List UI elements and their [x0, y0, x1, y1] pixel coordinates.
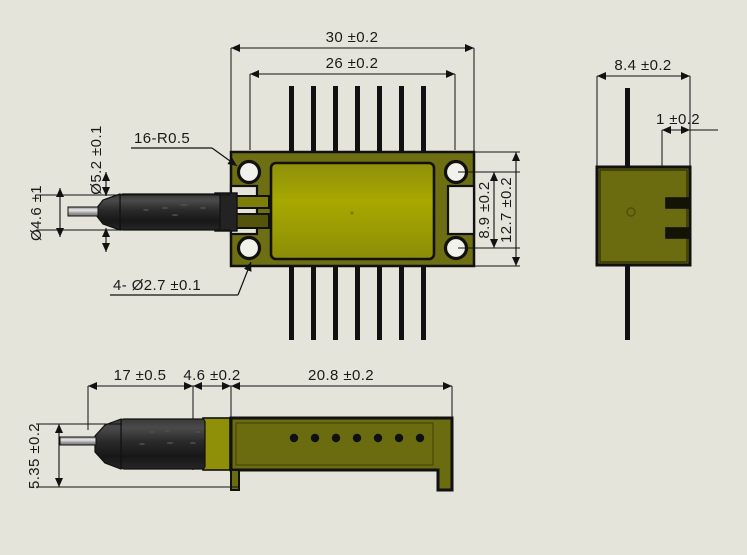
- dimension-package-length: 20.8 ±0.2: [231, 367, 452, 390]
- side-extension-lines: [596, 76, 718, 172]
- side-view-notch-lower: [665, 227, 691, 239]
- bottom-view: 17 ±0.5 4.6 ±0.2 20.8 ±0.2: [26, 367, 454, 492]
- side-view-notch-upper: [665, 197, 691, 209]
- fiber-ferrule-bottom: [59, 436, 97, 446]
- side-view-inner-edge: [599, 169, 688, 263]
- bottom-view-foot: [230, 469, 240, 491]
- side-view-pin-top: [625, 88, 630, 168]
- dimension-overall-width: 12.7 ±0.2: [498, 152, 520, 266]
- dimension-boot-diameter-label: Ø4.6 ±1: [28, 185, 45, 241]
- fiber-pigtail-top: [67, 192, 238, 232]
- dimension-package-height: 5.35 ±0.2: [26, 423, 63, 489]
- note-mounting-hole-label: 4- Ø2.7 ±0.1: [113, 277, 201, 294]
- dimension-overall-length-label: 30 ±0.2: [326, 29, 379, 46]
- bottom-view-olive-collar: [202, 417, 231, 471]
- boot-taper-bottom: [94, 418, 122, 470]
- bottom-height-ext: [36, 423, 240, 488]
- dimension-boot-diameter: Ø4.6 ±1: [28, 185, 64, 241]
- dimension-overall-width-label: 12.7 ±0.2: [498, 177, 515, 243]
- note-mounting-hole: 4- Ø2.7 ±0.1: [110, 261, 252, 296]
- dimension-pigtail-length: 17 ±0.5: [88, 367, 193, 390]
- dimension-body-length-label: 26 ±0.2: [326, 55, 379, 72]
- boot-speckles-bottom: [139, 429, 201, 445]
- side-view-pin-bottom: [625, 262, 630, 340]
- side-view-body: [595, 165, 692, 267]
- dimension-boot-section: 4.6 ±0.2: [183, 367, 240, 390]
- dimension-strain-relief-diameter-label: Ø5.2 ±0.1: [88, 125, 105, 194]
- dimension-body-length: 26 ±0.2: [250, 55, 455, 78]
- flange-notch-right: [446, 184, 476, 236]
- dimension-package-length-label: 20.8 ±0.2: [308, 367, 374, 384]
- dimension-package-height-label: 5.35 ±0.2: [26, 423, 43, 489]
- dimension-boot-section-label: 4.6 ±0.2: [183, 367, 240, 384]
- dimension-strain-relief-diameter: Ø5.2 ±0.1: [88, 125, 110, 252]
- top-view: 30 ±0.2 26 ±0.2: [28, 29, 520, 340]
- dimension-side-step: 1 ±0.2: [656, 111, 700, 134]
- bottom-view-pin-dots: [289, 433, 425, 443]
- dimension-hole-spacing-label: 8.9 ±0.2: [476, 181, 493, 238]
- mounting-hole-bottom-left: [236, 235, 262, 261]
- note-corner-radius: 16-R0.5: [131, 130, 238, 167]
- strain-relief-boot-bottom: [120, 418, 206, 470]
- diameter-46-ext: [36, 194, 230, 231]
- dimension-hole-spacing: 8.9 ±0.2: [476, 172, 498, 248]
- top-extension-lines: [230, 48, 475, 160]
- boot-speckles-top: [143, 203, 206, 216]
- side-view-center-mark: [626, 207, 636, 217]
- top-view-mounting-holes: [236, 159, 469, 261]
- bottom-view-inner-edge: [235, 422, 434, 466]
- top-view-center-mark: [350, 211, 354, 215]
- dimension-pigtail-length-label: 17 ±0.5: [114, 367, 167, 384]
- top-view-pins-lower: [289, 262, 426, 340]
- note-corner-radius-label: 16-R0.5: [134, 130, 190, 147]
- side-view: 8.4 ±0.2 1 ±0.2: [595, 57, 718, 340]
- fiber-ferrule-top: [67, 206, 99, 217]
- top-view-body: [269, 161, 436, 261]
- dimension-side-step-label: 1 ±0.2: [656, 111, 700, 128]
- mounting-hole-top-left: [236, 159, 262, 185]
- top-view-pins-upper: [289, 86, 426, 163]
- dimension-side-width: 8.4 ±0.2: [597, 57, 690, 80]
- strain-relief-boot-top: [119, 193, 221, 231]
- dimension-side-width-label: 8.4 ±0.2: [614, 57, 671, 74]
- dimension-overall-length: 30 ±0.2: [231, 29, 474, 52]
